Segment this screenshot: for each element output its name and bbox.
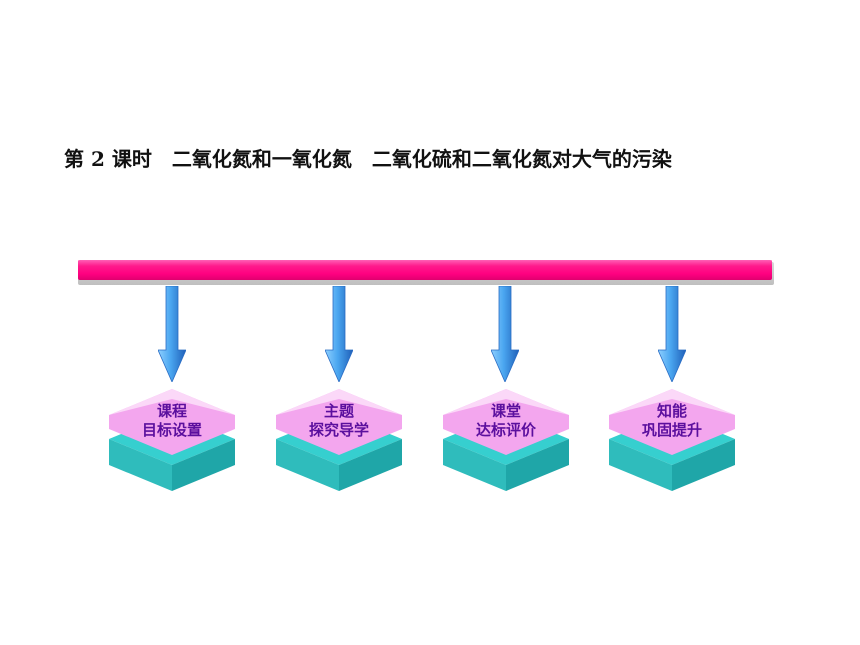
module-label-line2: 达标评价 [475,421,536,439]
module-label-line1: 课程 [156,402,187,420]
module-button-class-assessment[interactable]: 课堂 达标评价 [441,385,571,493]
module-label-line2: 巩固提升 [641,421,702,439]
module-button-course-goals[interactable]: 课程 目标设置 [107,385,237,493]
module-label-line2: 探究导学 [308,421,369,439]
stacked-pad-icon [109,389,235,491]
down-arrow-icon [658,286,686,382]
module-label-line2: 目标设置 [141,421,202,439]
timeline-bar-fill [78,259,772,280]
stacked-pad-icon [443,389,569,491]
stacked-pad-icon [609,389,735,491]
module-button-guided-inquiry[interactable]: 主题 探究导学 [274,385,404,493]
down-arrow-icon [491,286,519,382]
lesson-title: 第 2 课时 二氧化氮和一氧化氮 二氧化硫和二氧化氮对大气的污染 [64,147,672,171]
module-label-line1: 主题 [323,402,354,420]
stacked-pad-icon [276,389,402,491]
down-arrow-icon [158,286,186,382]
timeline-bar [78,259,774,285]
down-arrow-icon [325,286,353,382]
module-label-line1: 课堂 [490,402,521,420]
module-label-line1: 知能 [656,402,687,420]
module-button-knowledge-consolidation[interactable]: 知能 巩固提升 [607,385,737,493]
